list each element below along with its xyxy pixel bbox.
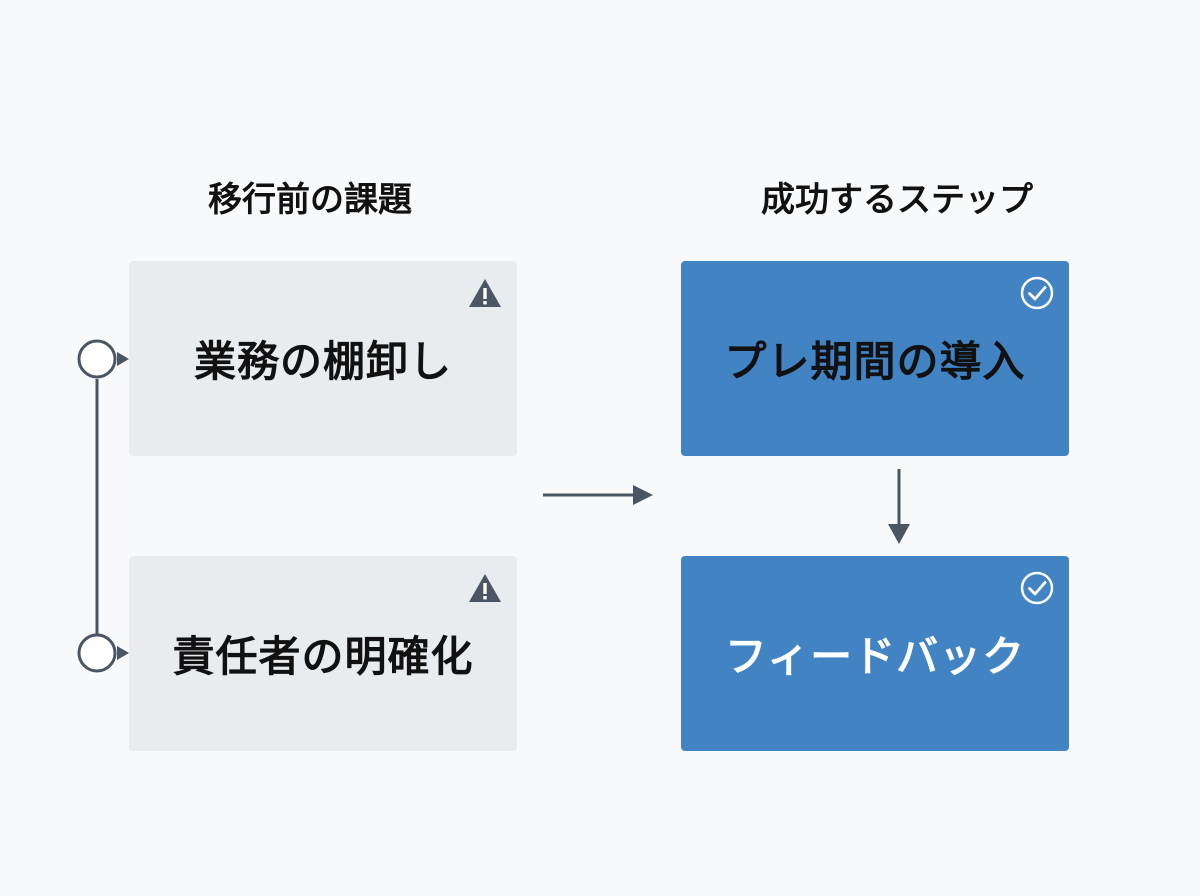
steps-heading: 成功するステップ [761, 180, 1033, 220]
pointer-arrowhead [117, 646, 129, 660]
transition-arrowhead [633, 485, 653, 505]
check-circle-icon [1020, 276, 1054, 310]
step-label: フィードバック [724, 632, 1026, 681]
step-arrowhead [888, 524, 910, 544]
warning-icon [469, 279, 501, 307]
check-circle-icon [1020, 571, 1054, 605]
challenges-heading: 移行前の課題 [208, 180, 412, 220]
challenge-card: 業務の棚卸し [129, 261, 517, 456]
step-card: プレ期間の導入 [681, 261, 1069, 456]
step-card: フィードバック [681, 556, 1069, 751]
challenge-label: 責任者の明確化 [172, 632, 474, 681]
timeline-node [77, 633, 117, 673]
warning-icon [469, 574, 501, 602]
challenge-label: 業務の棚卸し [193, 337, 452, 386]
step-label: プレ期間の導入 [724, 337, 1026, 386]
challenge-card: 責任者の明確化 [129, 556, 517, 751]
pointer-arrowhead [117, 352, 129, 366]
timeline-node [77, 339, 117, 379]
